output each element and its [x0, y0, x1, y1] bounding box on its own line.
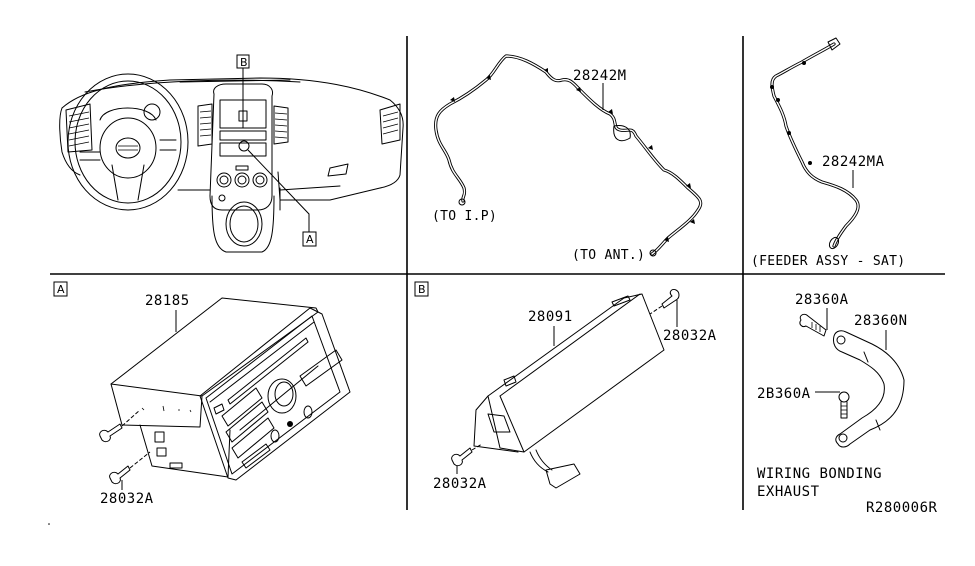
- note-feeder-assy-sat: (FEEDER ASSY - SAT): [751, 254, 905, 269]
- screw-28032a-upper-b[interactable]: [649, 289, 680, 327]
- screw-28032a-lower[interactable]: [109, 451, 151, 485]
- part-number-28032a-lower-b: 28032A: [433, 476, 487, 492]
- part-number-28032a-upper-b: 28032A: [663, 328, 717, 344]
- panel-grid: [50, 36, 945, 510]
- screw-28032a-upper[interactable]: [99, 409, 141, 443]
- detail-b-tag-label: B: [418, 283, 426, 296]
- feeder-harness-28242ma[interactable]: [770, 37, 860, 250]
- bonding-strap-28360n[interactable]: [833, 330, 905, 448]
- audio-unit-28185[interactable]: [110, 297, 351, 481]
- part-number-28185: 28185: [145, 293, 190, 309]
- reference-code: R280006R: [866, 500, 938, 516]
- callout-b-label: B: [240, 56, 248, 69]
- screw-28032a-lower-b[interactable]: [451, 443, 483, 474]
- callout-b[interactable]: B: [236, 54, 250, 128]
- note-to-ip: (TO I.P): [432, 209, 497, 224]
- part-number-28360a-upper: 28360A: [795, 292, 849, 308]
- caption-exhaust: EXHAUST: [757, 484, 820, 500]
- panel-detail-a: A: [48, 281, 351, 525]
- part-number-2b360a-lower: 2B360A: [757, 386, 811, 402]
- panel-antenna-feeder: 28242M (TO I.P) (TO ANT.): [432, 54, 703, 263]
- stray-dot: [48, 523, 50, 525]
- dashboard-illustration: [59, 73, 404, 253]
- part-number-28091: 28091: [528, 309, 573, 325]
- part-number-28242m: 28242M: [573, 68, 627, 84]
- detail-a-tag: A: [53, 281, 68, 297]
- detail-a-tag-label: A: [57, 283, 65, 296]
- feeder-harness-28242m[interactable]: [434, 54, 703, 257]
- part-number-28242ma: 28242MA: [822, 154, 885, 170]
- panel-detail-b: B 28091 28032A 28032A: [414, 281, 717, 492]
- callout-a[interactable]: A: [247, 149, 317, 247]
- callout-a-label: A: [306, 233, 314, 246]
- panel-feeder-sat: 28242MA (FEEDER ASSY - SAT): [751, 37, 905, 269]
- detail-b-tag: B: [414, 281, 429, 297]
- panel-wiring-bonding: 28360A 28360N 2B360A WIRING BONDING EXHA…: [757, 292, 938, 516]
- display-unit-28091[interactable]: [473, 293, 665, 489]
- bolt-28360a-upper[interactable]: [799, 313, 827, 337]
- panel-dashboard-overview: B A: [59, 54, 404, 253]
- part-number-28360n: 28360N: [854, 313, 908, 329]
- note-to-antenna: (TO ANT.): [572, 248, 645, 263]
- bolt-2b360a-lower[interactable]: [838, 391, 850, 419]
- caption-wiring-bonding: WIRING BONDING: [757, 466, 882, 482]
- part-number-28032a-detail-a: 28032A: [100, 491, 154, 507]
